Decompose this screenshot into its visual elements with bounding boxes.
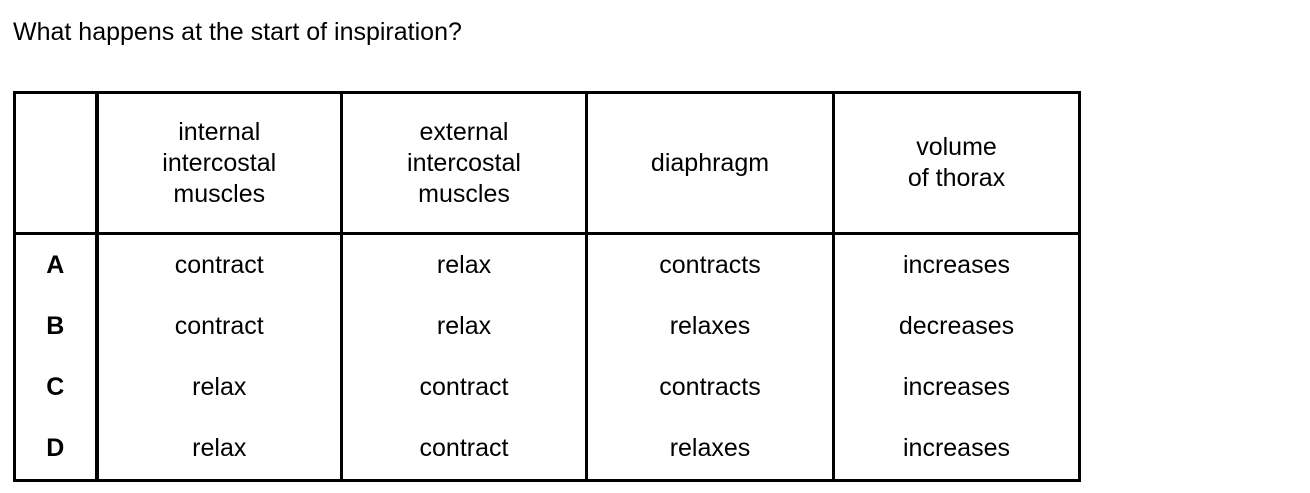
cell-d-external: contract xyxy=(341,418,588,481)
cell-b-volume: decreases xyxy=(898,312,1015,340)
cell-a-diaphragm: contracts xyxy=(586,233,835,296)
cell-d-diaphragm: relaxes xyxy=(586,418,835,481)
header-line: of thorax xyxy=(907,164,1006,192)
table-row[interactable]: B contract relax relaxes decreases xyxy=(14,296,1080,357)
header-line: intercostal xyxy=(407,148,521,177)
row-label-c: C xyxy=(14,357,99,418)
header-cell-volume-of-thorax: volume of thorax xyxy=(833,92,1080,235)
cell-a-external: relax xyxy=(341,233,588,296)
header-line: volume xyxy=(916,133,997,161)
table-row[interactable]: C relax contract contracts increases xyxy=(14,357,1080,418)
cell-b-diaphragm: relaxes xyxy=(586,296,835,357)
header-line: diaphragm xyxy=(650,148,770,177)
header-cell-diaphragm: diaphragm xyxy=(586,92,835,235)
cell-a-internal: contract xyxy=(96,233,343,296)
cell-a-volume: increases xyxy=(903,251,1010,279)
cell-d-internal: relax xyxy=(96,418,343,481)
table-row[interactable]: A contract relax contracts increases xyxy=(14,233,1080,296)
cell-d-volume: increases xyxy=(903,434,1010,462)
header-line: external xyxy=(419,117,509,146)
header-line: muscles xyxy=(418,179,510,208)
header-cell-blank xyxy=(14,92,99,235)
header-cell-external-intercostal-muscles: external intercostal muscles xyxy=(341,92,588,235)
header-line: intercostal xyxy=(162,148,277,177)
row-label-b: B xyxy=(14,296,99,357)
cell-c-external: contract xyxy=(341,357,588,418)
cell-c-diaphragm: contracts xyxy=(586,357,835,418)
header-line: internal xyxy=(178,117,261,146)
question-text: What happens at the start of inspiration… xyxy=(13,18,462,46)
cell-c-internal: relax xyxy=(96,357,343,418)
row-label-d: D xyxy=(14,418,99,481)
cell-c-volume: increases xyxy=(903,373,1010,401)
header-cell-internal-intercostal-muscles: internal intercostal muscles xyxy=(96,92,343,235)
answer-options-table: internal intercostal muscles external in… xyxy=(13,91,1081,482)
header-line: muscles xyxy=(173,179,266,208)
cell-b-external: relax xyxy=(341,296,588,357)
table-header-row: internal intercostal muscles external in… xyxy=(14,92,1080,235)
cell-b-internal: contract xyxy=(96,296,343,357)
table-row[interactable]: D relax contract relaxes increases xyxy=(14,418,1080,481)
row-label-a: A xyxy=(14,233,99,296)
